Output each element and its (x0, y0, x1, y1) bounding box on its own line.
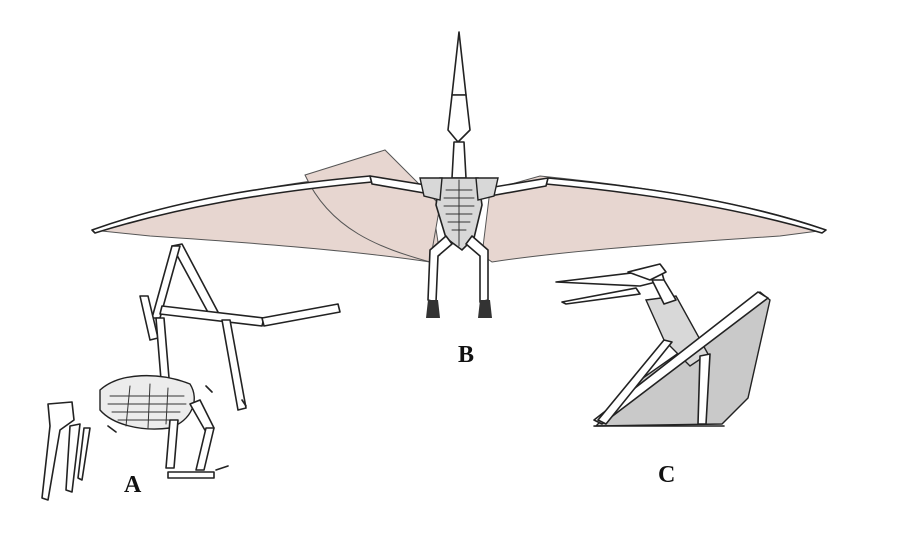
panel-label-b: B (458, 342, 475, 368)
panel-c-hind-limb (697, 353, 711, 425)
panel-a-radius (221, 319, 247, 411)
panel-c-crest (627, 263, 667, 281)
panel-a-jaw-fragment (77, 427, 91, 481)
panel-c-forearm (597, 339, 673, 425)
panel-b-shoulder-right (475, 177, 499, 201)
panel-a-ribs (107, 383, 187, 429)
panel-b-foot-left (426, 300, 440, 318)
panel-label-c: C (658, 462, 676, 488)
panel-a-lower-jaw (65, 423, 81, 493)
panel-b-shoulder-left (419, 177, 443, 201)
panel-label-a: A (124, 472, 142, 498)
panel-c-wing-metacarpal (593, 291, 769, 425)
panel-a-tibia (195, 427, 215, 471)
panel-a-skull (41, 401, 75, 501)
panel-b-skull (447, 94, 471, 143)
panel-a-wing-phalanx-3 (261, 303, 341, 327)
panel-b-ribcage (443, 179, 475, 247)
panel-a-wing-phalanx-1 (171, 243, 219, 317)
panel-c-neck (651, 279, 677, 305)
panel-b-neck (451, 141, 467, 179)
panel-c-lower-jaw (561, 287, 641, 305)
panel-b-crest (451, 31, 467, 96)
panel-b-foot-right (478, 300, 492, 318)
panel-b-skeleton-dorsal (91, 31, 827, 318)
panel-a-humerus (159, 305, 265, 327)
panel-a-shin (165, 419, 179, 469)
panel-a-foot (167, 471, 215, 479)
panel-a-body-mass (99, 375, 195, 430)
panel-c-skeleton-standing (555, 263, 771, 427)
panel-a-small-fragments (107, 385, 247, 471)
panel-a-skeleton-fossil (41, 243, 341, 501)
